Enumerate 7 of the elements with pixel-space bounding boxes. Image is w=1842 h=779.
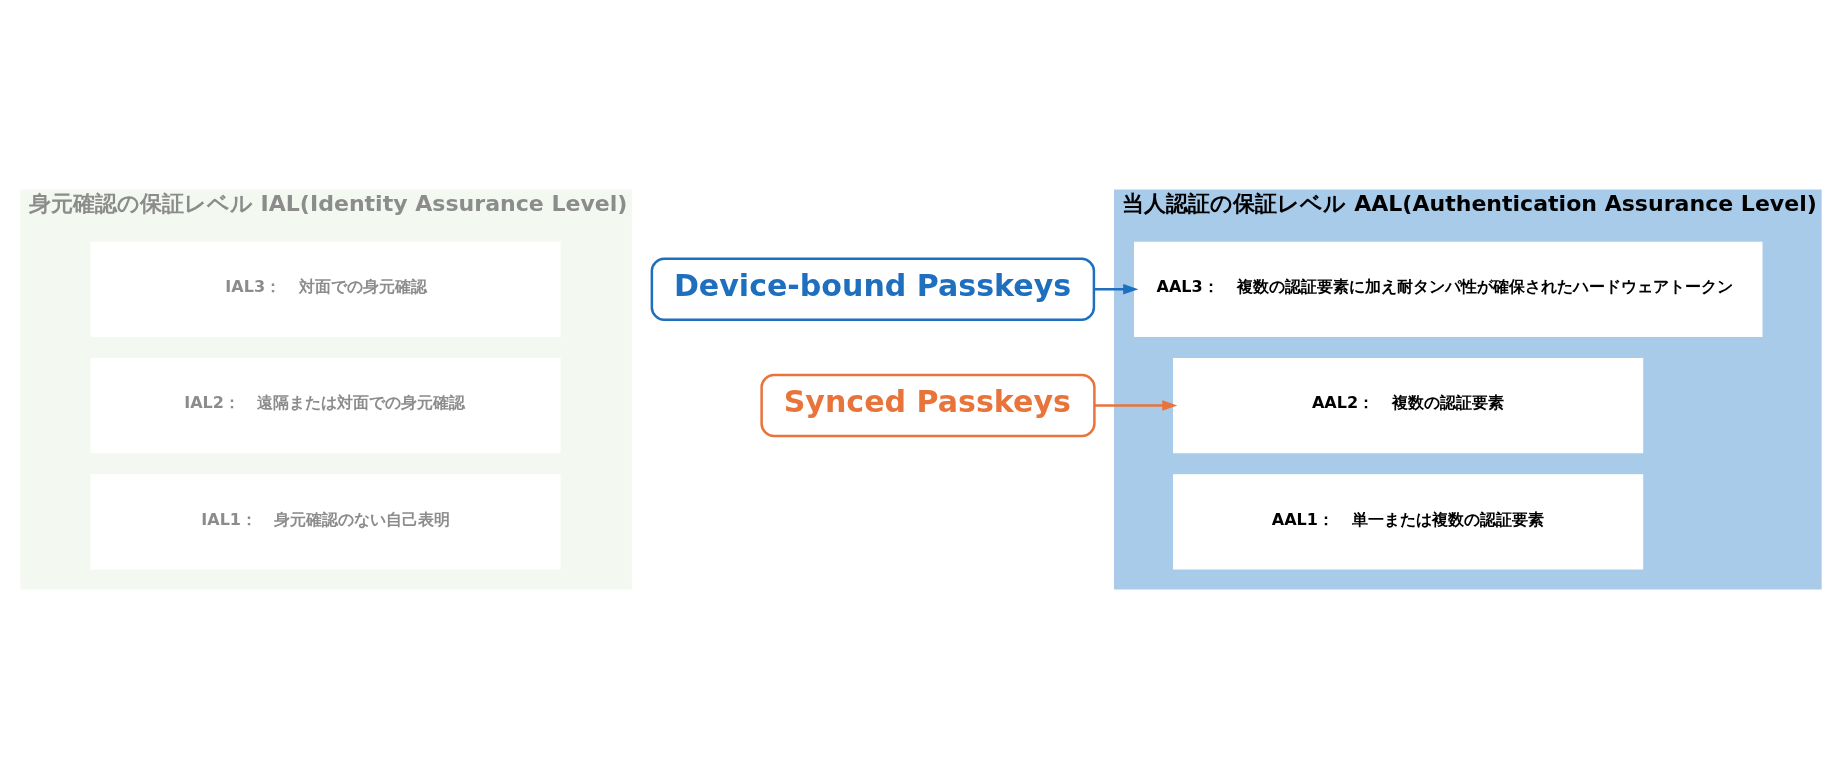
node-box: AAL3： 複数の認証要素に加え耐タンパ性が確保されたハードウェアトークン [1134, 241, 1763, 337]
arrow [1094, 400, 1178, 411]
node-box: Device-bound Passkeys [650, 257, 1096, 322]
node-box: AAL1： 単一または複数の認証要素 [1173, 474, 1644, 570]
arrow [1094, 284, 1139, 295]
node-box: AAL2： 複数の認証要素 [1173, 357, 1644, 454]
node-box: Synced Passkeys [760, 373, 1096, 438]
